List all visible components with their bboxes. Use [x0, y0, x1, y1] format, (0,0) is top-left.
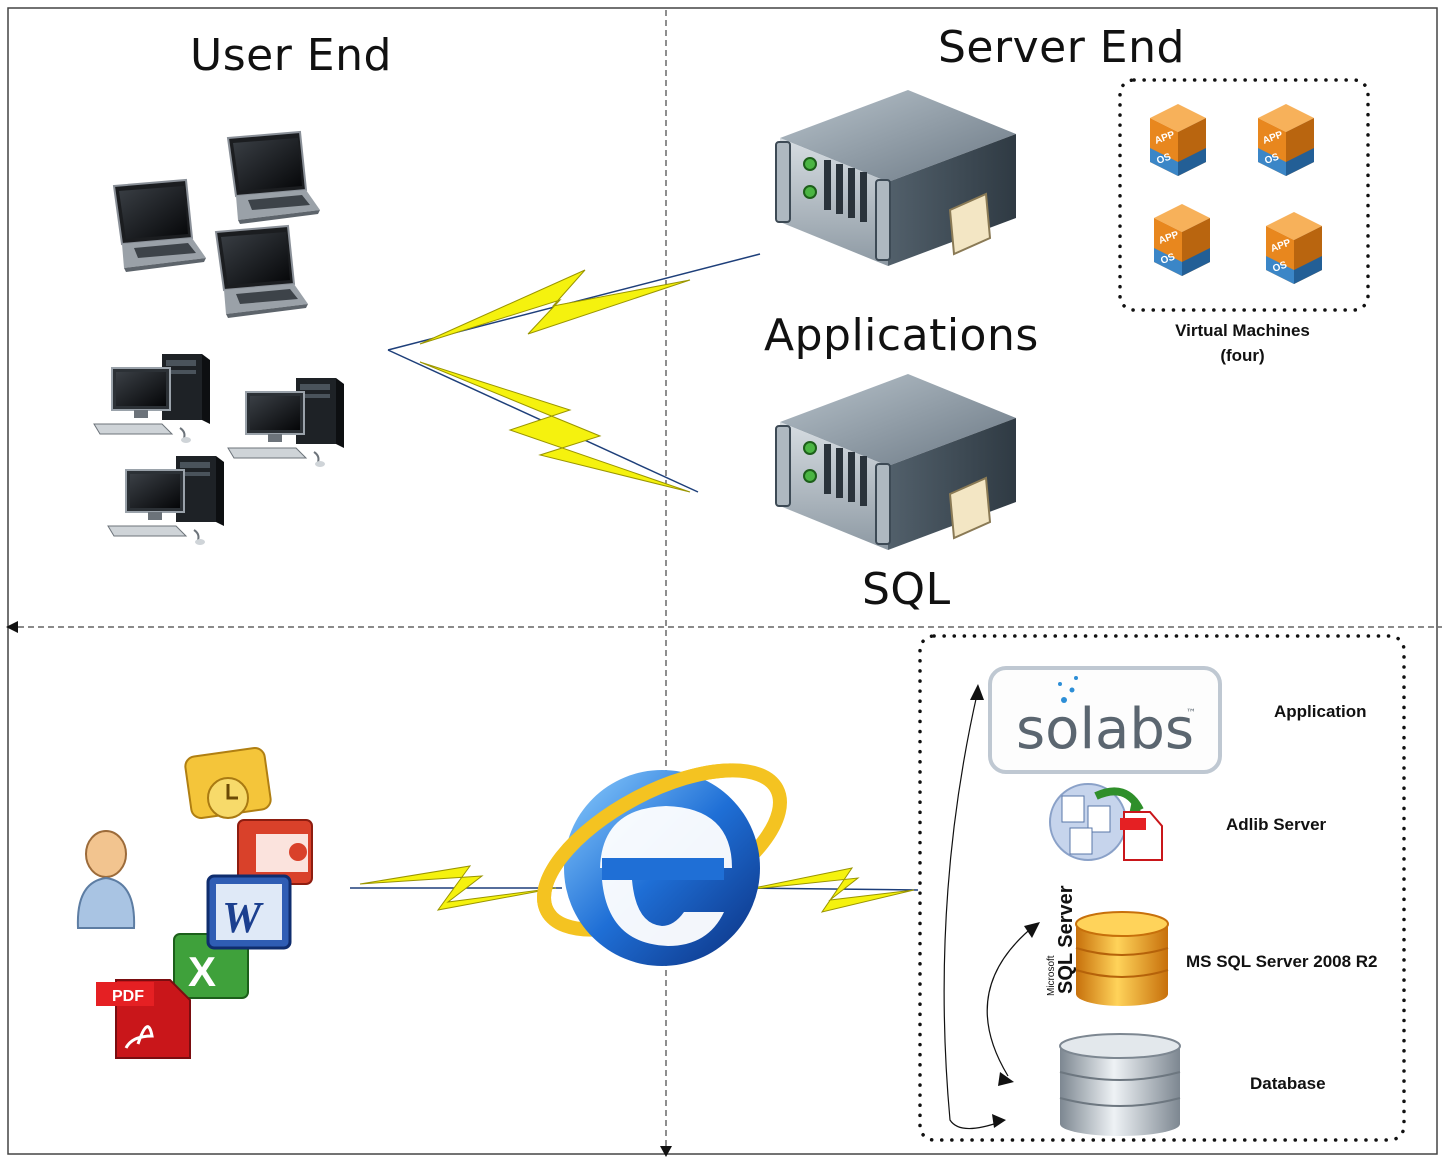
network-link-applications	[387, 253, 761, 351]
app-database-arrow	[943, 689, 1001, 1130]
solabs-logo: solabs ™	[988, 666, 1222, 774]
svg-text:SQL Server: SQL Server	[1055, 885, 1077, 994]
svg-text:W: W	[222, 893, 264, 942]
network-link-browser-server	[739, 867, 919, 913]
sql-label: SQL	[862, 564, 951, 615]
excel-icon: X	[173, 933, 249, 999]
virtual-machine-icon	[1266, 212, 1322, 284]
svg-text:™: ™	[1186, 708, 1196, 719]
user-icon	[76, 830, 136, 929]
arrowhead	[992, 1114, 1006, 1128]
virtual-machines-label: Virtual Machines	[1175, 321, 1310, 340]
powerpoint-icon	[237, 819, 313, 885]
desktop-computer-icon	[107, 455, 225, 546]
desktop-computer-icon	[227, 377, 345, 468]
rack-server-icon	[775, 89, 1017, 267]
rack-server-icon	[775, 373, 1017, 551]
application-label: Application	[1274, 702, 1367, 721]
svg-text:Microsoft: Microsoft	[1046, 955, 1057, 996]
adlib-convert-icon	[1049, 783, 1163, 861]
outer-frame	[7, 7, 1438, 1155]
database-icon	[1059, 1033, 1181, 1136]
virtual-machine-icon	[1258, 104, 1314, 176]
desktop-computer-icon	[93, 353, 211, 444]
arrowhead	[1024, 922, 1040, 938]
server-end-title: Server End	[938, 22, 1185, 73]
vm-count-label: (four)	[1220, 346, 1265, 365]
adlib-server-label: Adlib Server	[1226, 815, 1327, 834]
ms-sql-server-label: MS SQL Server 2008 R2	[1186, 952, 1378, 971]
word-icon: W	[206, 874, 292, 950]
virtual-machines-box	[1118, 78, 1370, 312]
database-label: Database	[1250, 1074, 1326, 1093]
network-link-user-browser	[350, 865, 562, 911]
svg-text:X: X	[188, 948, 216, 995]
virtual-machine-icon	[1150, 104, 1206, 176]
laptop-icon	[227, 131, 321, 225]
arrowhead	[998, 1072, 1014, 1086]
laptop-icon	[113, 179, 207, 273]
divider-arrowhead-left	[6, 621, 18, 633]
svg-text:solabs: solabs	[1016, 697, 1194, 762]
pdf-icon: PDF	[96, 979, 191, 1059]
arrowhead	[970, 684, 984, 700]
divider-arrowhead-bottom	[660, 1146, 672, 1157]
user-end-title: User End	[190, 30, 392, 81]
applications-label: Applications	[764, 310, 1039, 361]
virtual-machine-icon	[1154, 204, 1210, 276]
internet-explorer-icon	[537, 763, 787, 966]
virtual-machines-caption: Virtual Machines (four)	[1160, 318, 1325, 368]
server-stack-box	[918, 634, 1406, 1142]
laptop-icon	[215, 225, 309, 319]
sql-server-db-icon: Microsoft SQL Server	[1046, 885, 1169, 1006]
network-link-sql	[387, 349, 699, 493]
sql-database-arrow	[986, 925, 1035, 1077]
svg-text:PDF: PDF	[112, 988, 144, 1005]
outlook-icon	[184, 747, 272, 819]
